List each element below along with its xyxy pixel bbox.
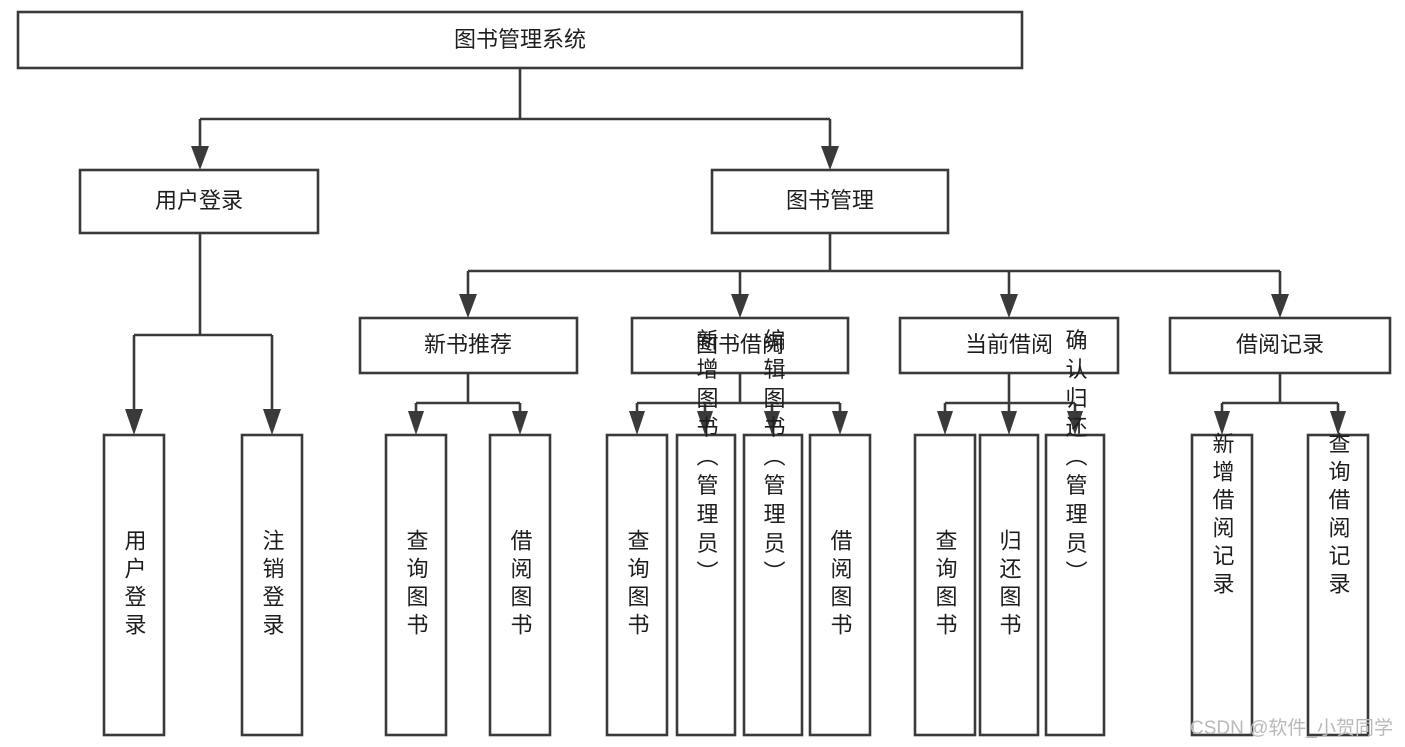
leaf-logout-label: 注销登录 (260, 529, 285, 641)
node-book-borrow-label: 图书借阅 (696, 332, 784, 357)
leaf-query-book-recommend[interactable]: 查询图书 (384, 433, 448, 737)
leaf-edit-book-label: 编辑图书（管理员） (761, 329, 786, 590)
node-current-borrow-box[interactable] (898, 316, 1120, 375)
leaf-query-book-current[interactable]: 查询图书 (913, 433, 977, 737)
leaf-confirm-return-label: 确认归还（管理员） (1063, 329, 1088, 590)
arrow-to-leaf-query-record (1330, 411, 1346, 435)
leaf-borrow-book[interactable]: 借阅图书 (808, 433, 872, 737)
leaf-query-book-current-label: 查询图书 (933, 529, 958, 641)
leaf-query-book-borrow-label: 查询图书 (625, 529, 650, 641)
leaf-query-book-current-box[interactable] (913, 433, 977, 737)
node-borrow-record-label: 借阅记录 (1236, 332, 1324, 357)
node-user-login[interactable]: 用户登录 (78, 168, 320, 235)
node-book-borrow[interactable]: 图书借阅 (630, 316, 850, 375)
leaf-add-borrow-record[interactable]: 新增借阅记录 (1190, 432, 1254, 737)
node-book-borrow-box[interactable] (630, 316, 850, 375)
arrow-to-leaf-borrow-book-2 (832, 411, 848, 435)
leaf-return-book-label: 归还图书 (997, 529, 1022, 641)
leaf-add-book[interactable]: 新增图书（管理员） (675, 329, 737, 737)
leaf-confirm-return[interactable]: 确认归还（管理员） (1044, 329, 1106, 737)
leaf-add-borrow-record-label: 新增借阅记录 (1210, 432, 1235, 600)
arrow-to-leaf-logout (263, 409, 281, 435)
leaf-query-book-recommend-box[interactable] (384, 433, 448, 737)
leaf-add-book-box[interactable] (675, 433, 737, 737)
node-book-manage-label: 图书管理 (786, 188, 874, 213)
arrow-to-user-login (191, 146, 209, 170)
leaf-add-borrow-record-box[interactable] (1190, 433, 1254, 737)
arrow-to-leaf-borrow-book-1 (512, 411, 528, 435)
leaf-borrow-book-label: 借阅图书 (828, 529, 853, 641)
leaf-borrow-book-recommend[interactable]: 借阅图书 (488, 433, 552, 737)
arrow-to-leaf-user-login (125, 409, 143, 435)
arrow-to-leaf-confirm-return (1067, 411, 1083, 435)
leaf-query-book-borrow[interactable]: 查询图书 (605, 433, 669, 737)
leaf-query-borrow-record[interactable]: 查询借阅记录 (1306, 432, 1370, 737)
arrow-to-leaf-query-book-2 (629, 411, 645, 435)
node-user-login-label: 用户登录 (155, 188, 243, 213)
leaf-edit-book-box[interactable] (742, 433, 804, 737)
csdn-watermark: CSDN @软件_小贺同学 (1190, 717, 1393, 739)
node-new-book-recommend[interactable]: 新书推荐 (358, 316, 579, 375)
node-new-book-recommend-box[interactable] (358, 316, 579, 375)
leaf-query-borrow-record-box[interactable] (1306, 433, 1370, 737)
node-current-borrow-label: 当前借阅 (965, 332, 1053, 357)
arrow-to-leaf-return-book (1001, 411, 1017, 435)
leaf-user-login[interactable]: 用户登录 (102, 433, 166, 737)
arrow-to-leaf-add-record (1214, 411, 1230, 435)
leaf-add-book-label: 新增图书（管理员） (694, 329, 719, 590)
arrow-to-leaf-query-book-3 (937, 411, 953, 435)
leaf-query-book-recommend-label: 查询图书 (404, 529, 429, 641)
node-new-book-recommend-label: 新书推荐 (424, 332, 512, 357)
arrow-to-leaf-edit-book (764, 411, 780, 435)
node-book-manage[interactable]: 图书管理 (710, 168, 950, 235)
leaf-logout-box[interactable] (240, 433, 304, 737)
node-borrow-record[interactable]: 借阅记录 (1168, 316, 1392, 375)
arrow-to-leaf-query-book-1 (408, 411, 424, 435)
arrow-to-leaf-add-book (697, 411, 713, 435)
node-root[interactable]: 图书管理系统 (16, 10, 1024, 70)
leaf-borrow-book-recommend-box[interactable] (488, 433, 552, 737)
leaf-query-borrow-record-label: 查询借阅记录 (1326, 432, 1351, 600)
node-root-label: 图书管理系统 (454, 27, 586, 52)
node-current-borrow[interactable]: 当前借阅 (898, 316, 1120, 375)
leaf-logout[interactable]: 注销登录 (240, 433, 304, 737)
leaf-borrow-book-recommend-label: 借阅图书 (508, 529, 533, 641)
leaf-user-login-label: 用户登录 (122, 529, 147, 641)
arrow-to-borrow-record (1271, 294, 1289, 318)
leaf-user-login-box[interactable] (102, 433, 166, 737)
arrowhead-layer (125, 146, 1346, 435)
node-book-manage-box[interactable] (710, 168, 950, 235)
leaf-return-book[interactable]: 归还图书 (978, 433, 1040, 737)
leaf-edit-book[interactable]: 编辑图书（管理员） (742, 329, 804, 737)
leaf-confirm-return-box[interactable] (1044, 433, 1106, 737)
node-user-login-box[interactable] (78, 168, 320, 235)
leaf-query-book-borrow-box[interactable] (605, 433, 669, 737)
leaf-return-book-box[interactable] (978, 433, 1040, 737)
arrow-to-book-borrow (731, 294, 749, 318)
node-borrow-record-box[interactable] (1168, 316, 1392, 375)
arrow-to-current-borrow (1000, 294, 1018, 318)
leaf-borrow-book-box[interactable] (808, 433, 872, 737)
arrow-to-book-manage (821, 146, 839, 170)
node-root-box[interactable] (16, 10, 1024, 70)
arrow-to-new-book-recommend (459, 294, 477, 318)
